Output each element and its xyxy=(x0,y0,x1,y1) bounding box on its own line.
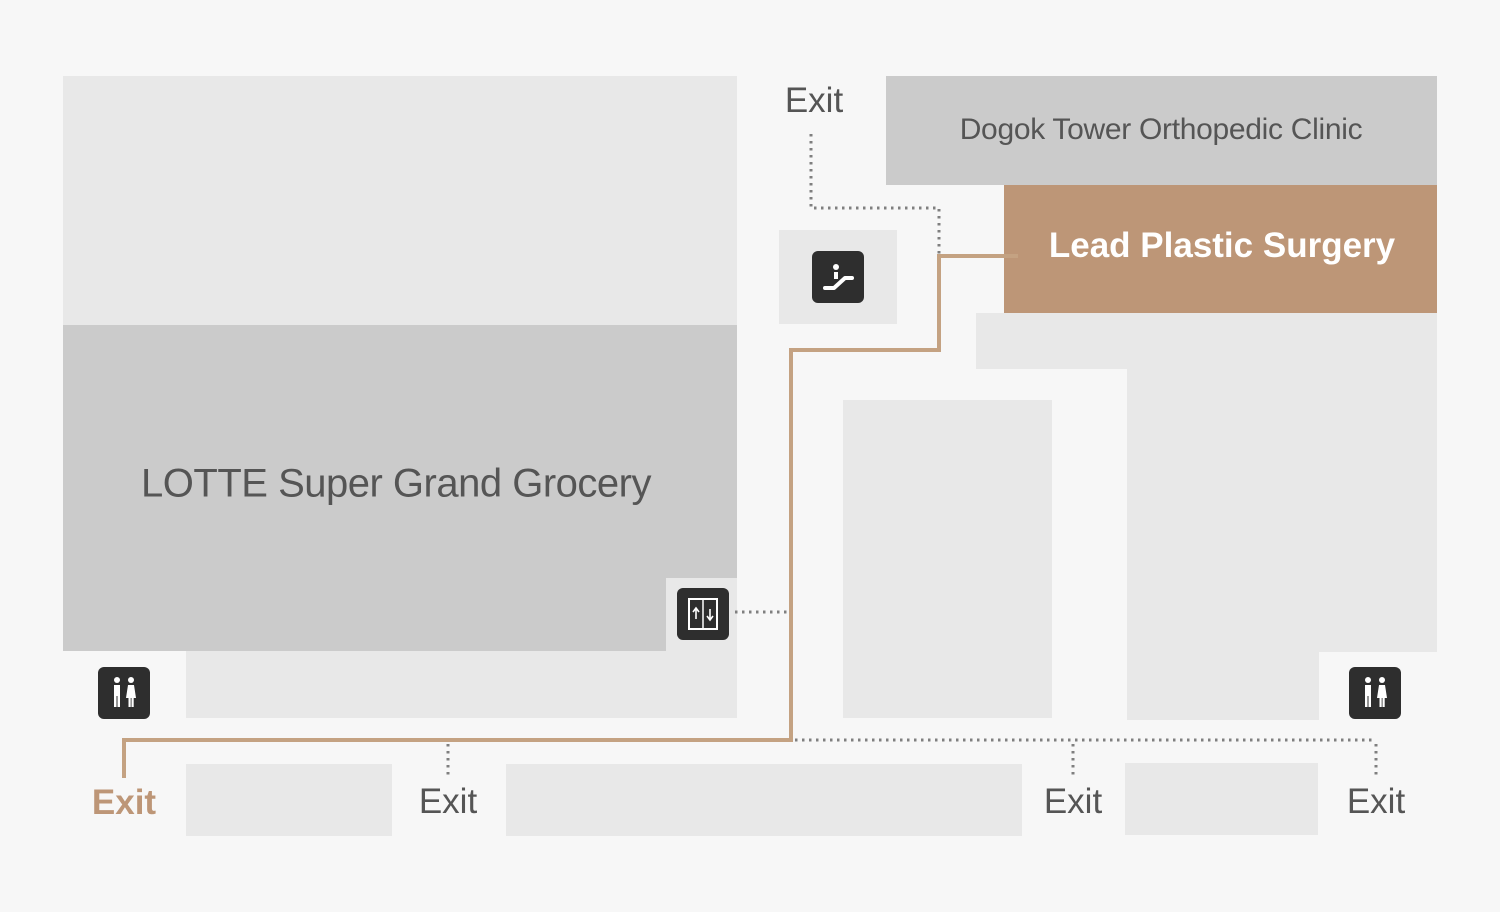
block-right-lower xyxy=(1127,652,1319,720)
route-path xyxy=(122,254,1018,778)
exit-bottom-4-label[interactable]: Exit xyxy=(1346,782,1406,821)
block-bottom-2 xyxy=(506,764,1022,836)
exit-top-label[interactable]: Exit xyxy=(784,81,844,120)
lead-plastic-surgery-label: Lead Plastic Surgery xyxy=(1048,226,1396,265)
block-right-strip xyxy=(976,313,1437,369)
lead-plastic-surgery-store[interactable] xyxy=(1004,185,1437,313)
exit-highlight-label[interactable]: Exit xyxy=(91,783,157,822)
exit-bottom-3-label[interactable]: Exit xyxy=(1043,782,1103,821)
dotted-path-top-exit xyxy=(809,134,941,256)
block-right-large xyxy=(1127,369,1437,652)
block-top-left xyxy=(63,76,737,325)
exit-bottom-2-label[interactable]: Exit xyxy=(418,782,478,821)
grocery-store[interactable] xyxy=(63,325,737,578)
block-bottom-1 xyxy=(186,764,392,836)
restroom-icon[interactable] xyxy=(98,667,150,719)
elevator-icon[interactable] xyxy=(677,588,729,640)
clinic-store[interactable] xyxy=(886,76,1437,185)
clinic-label: Dogok Tower Orthopedic Clinic xyxy=(959,113,1363,146)
block-left-lower xyxy=(186,651,737,718)
block-center xyxy=(843,400,1052,718)
restroom-icon[interactable] xyxy=(1349,667,1401,719)
escalator-icon[interactable] xyxy=(812,251,864,303)
block-bottom-3 xyxy=(1125,763,1318,835)
grocery-store-lower xyxy=(63,578,666,651)
grocery-label: LOTTE Super Grand Grocery xyxy=(141,461,651,506)
